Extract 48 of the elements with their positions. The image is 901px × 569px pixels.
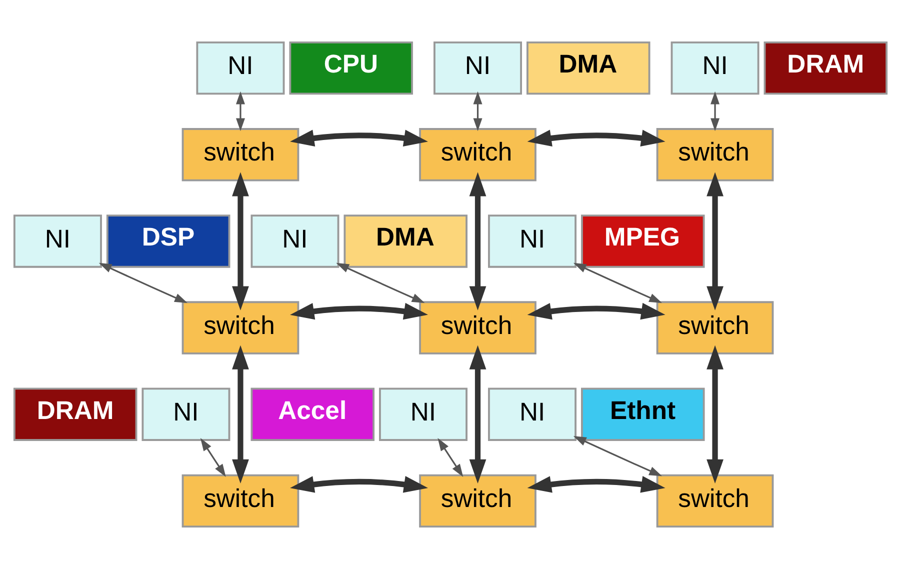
node-box: DMA bbox=[344, 214, 468, 268]
arrow bbox=[290, 476, 428, 493]
node-box: DRAM bbox=[764, 41, 888, 95]
arrow bbox=[527, 302, 666, 320]
node-box: MPEG bbox=[581, 214, 705, 268]
node-box: DMA bbox=[526, 41, 650, 95]
arrow bbox=[706, 172, 724, 310]
arrow bbox=[527, 476, 666, 493]
node-box: NI bbox=[488, 388, 577, 441]
node-box: switch bbox=[182, 128, 300, 182]
arrow bbox=[236, 91, 245, 132]
node-box: DRAM bbox=[13, 388, 138, 441]
node-box: NI bbox=[434, 41, 522, 95]
arrow bbox=[438, 438, 464, 478]
node-box: switch bbox=[419, 128, 536, 182]
node-box: switch bbox=[419, 301, 536, 354]
arrow bbox=[573, 262, 662, 304]
node-box: DSP bbox=[106, 214, 230, 268]
arrow bbox=[200, 438, 226, 478]
node-box: switch bbox=[656, 474, 774, 528]
node-box: NI bbox=[670, 41, 760, 95]
arrow bbox=[706, 345, 724, 484]
node-box: switch bbox=[182, 301, 300, 354]
arrow bbox=[710, 91, 720, 132]
arrow bbox=[290, 302, 428, 320]
node-box: switch bbox=[419, 474, 536, 528]
node-box: NI bbox=[488, 214, 577, 268]
node-box: Accel bbox=[250, 388, 374, 441]
arrow bbox=[336, 262, 425, 304]
arrow bbox=[98, 262, 188, 304]
arrow bbox=[573, 436, 662, 476]
node-box: switch bbox=[656, 301, 774, 354]
arrow bbox=[232, 172, 249, 310]
node-box: Ethnt bbox=[581, 388, 705, 441]
node-box: switch bbox=[182, 474, 300, 528]
arrow bbox=[469, 345, 486, 484]
node-box: switch bbox=[656, 128, 774, 182]
arrow bbox=[527, 130, 666, 146]
node-box: NI bbox=[250, 214, 340, 268]
node-box: NI bbox=[142, 388, 230, 441]
arrow bbox=[473, 91, 482, 132]
node-box: CPU bbox=[289, 41, 413, 95]
arrow bbox=[232, 345, 249, 484]
node-box: NI bbox=[196, 41, 285, 95]
node-box: NI bbox=[13, 214, 102, 268]
arrow bbox=[290, 130, 428, 146]
node-box: NI bbox=[379, 388, 468, 441]
arrow bbox=[469, 172, 486, 310]
